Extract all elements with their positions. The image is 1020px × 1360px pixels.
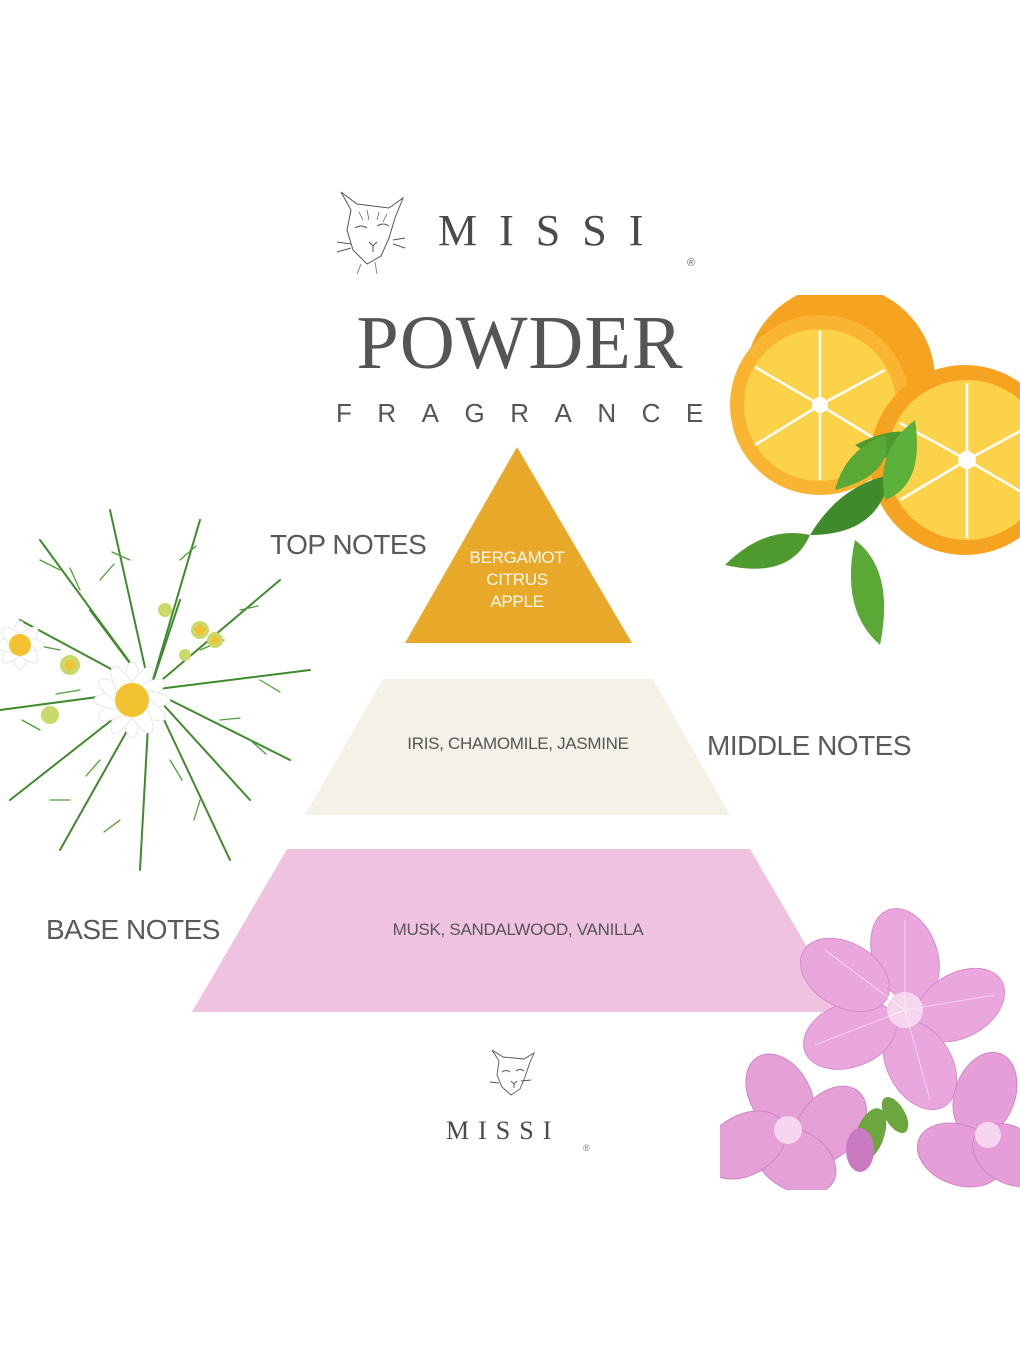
brand-logo-top: [333, 182, 693, 277]
middle-notes-list: IRIS, CHAMOMILE, JASMINE: [407, 734, 629, 753]
chamomile-flower-1: [0, 620, 45, 670]
oranges-illustration: [725, 295, 1020, 645]
top-note-1: BERGAMOT: [469, 548, 565, 567]
brand-name-top: MISSI: [438, 206, 666, 255]
cat-sketch-icon-bottom: [489, 1049, 535, 1096]
top-note-2: CITRUS: [486, 570, 548, 589]
top-note-3: APPLE: [490, 592, 544, 611]
chamomile-flower-2: [93, 661, 171, 739]
pyramid-middle-tier: [305, 679, 730, 815]
middle-notes-label: MIDDLE NOTES: [707, 730, 912, 761]
base-notes-label: BASE NOTES: [46, 914, 220, 945]
pyramid-base-tier: [192, 849, 845, 1012]
brand-name-bottom: MISSI: [446, 1116, 561, 1145]
product-subtitle: FRAGRANCE: [336, 398, 729, 428]
cat-sketch-icon: [336, 191, 406, 275]
mallow-flowers-illustration: [720, 908, 1020, 1190]
pyramid-top-tier: [405, 447, 632, 643]
base-notes-list: MUSK, SANDALWOOD, VANILLA: [392, 920, 644, 939]
top-notes-label: TOP NOTES: [270, 529, 427, 560]
registered-mark-top: ®: [687, 257, 696, 269]
product-title: POWDER: [356, 301, 684, 385]
registered-mark-bottom: ®: [583, 1143, 590, 1153]
chamomile-illustration: [0, 509, 311, 871]
top-notes-list: BERGAMOT CITRUS APPLE: [437, 547, 597, 613]
